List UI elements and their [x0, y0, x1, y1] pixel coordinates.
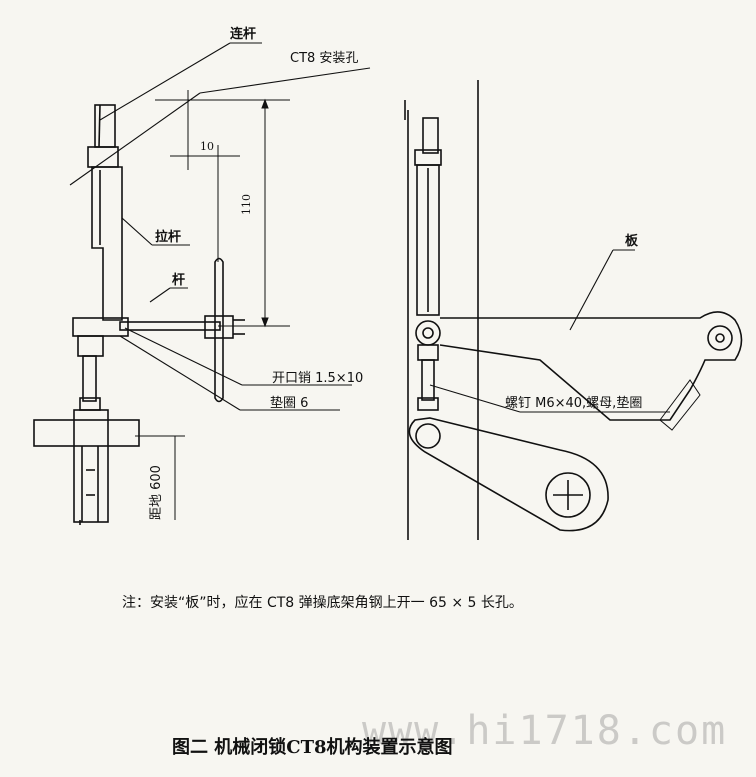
rod-nut-right	[204, 315, 234, 339]
upper-pivot	[415, 320, 441, 346]
crank-hub	[545, 472, 591, 518]
leader-lines	[69, 42, 371, 411]
label-cotter-pin: 开口销 1.5×10	[272, 371, 363, 386]
figure-caption: 图二 机械闭锁CT8机构装置示意图	[172, 737, 453, 758]
base-plate	[33, 419, 140, 447]
label-connecting-rod: 连杆	[230, 26, 256, 42]
lower-pivot	[415, 423, 441, 449]
pull-rod-plate	[91, 166, 123, 321]
plate-hole	[707, 325, 733, 351]
connecting-rod	[94, 104, 116, 148]
base-post	[73, 409, 109, 523]
label-plate: 板	[625, 233, 639, 249]
label-height: 距地 600	[149, 465, 164, 520]
rod-nut	[87, 146, 119, 168]
label-ct8-hole: CT8 安装孔	[290, 51, 358, 66]
label-rod: 杆	[172, 272, 185, 288]
label-dim-110: 110	[240, 194, 253, 215]
lower-link	[82, 355, 97, 402]
watermark: www.hi1718.com	[362, 708, 728, 754]
plate-board	[439, 311, 743, 421]
label-screw: 螺钉 M6×40,螺母,垫圈	[505, 395, 642, 411]
label-pull-rod: 拉杆	[155, 229, 181, 245]
right-pull-rod	[416, 164, 440, 316]
label-washer: 垫圈 6	[270, 395, 308, 411]
left-assembly	[33, 104, 245, 525]
installation-note: 注：安装“板”时，应在 CT8 弹操底架角钢上开一 65 × 5 长孔。	[122, 595, 523, 611]
lower-lever	[408, 417, 609, 532]
dimension-lines	[135, 90, 290, 520]
right-assembly	[404, 80, 743, 540]
label-dim-10: 10	[200, 140, 214, 153]
right-connecting-rod	[422, 117, 439, 154]
